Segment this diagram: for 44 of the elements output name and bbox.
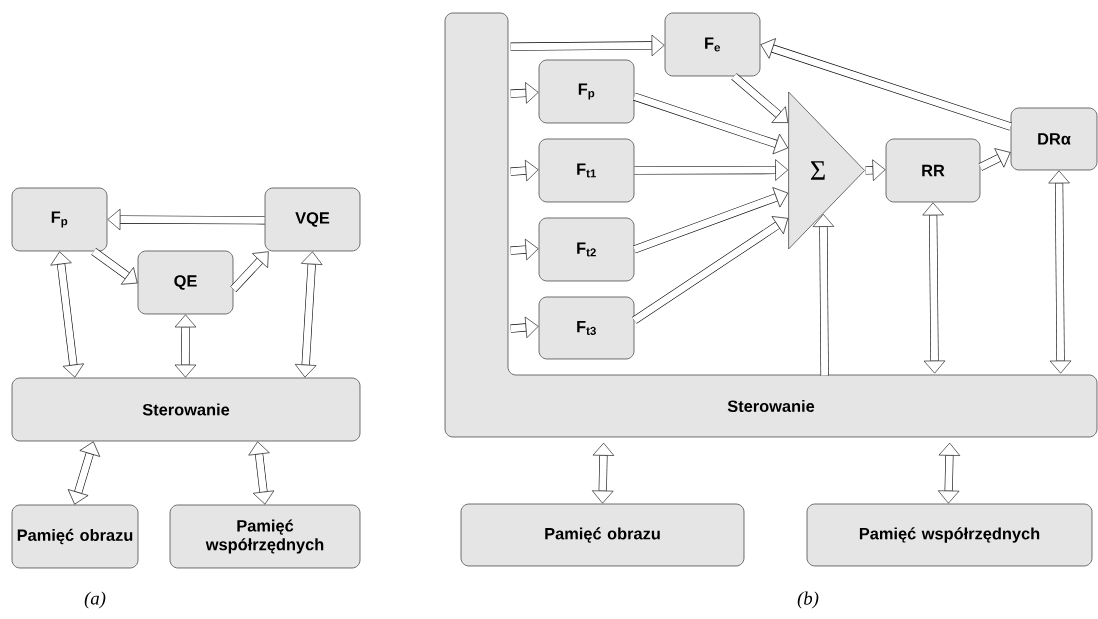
block-arrow bbox=[978, 148, 1011, 171]
process-box: F$_{t3}$ bbox=[538, 296, 635, 360]
process-box: Pamięć obrazu bbox=[460, 503, 745, 567]
block-arrow bbox=[510, 34, 665, 57]
block-arrow bbox=[632, 216, 789, 324]
block-arrow bbox=[632, 187, 789, 254]
process-box: F$_{p}$ bbox=[538, 59, 635, 124]
block-arrow bbox=[922, 202, 946, 374]
block-arrow bbox=[67, 441, 101, 505]
caption: (b) bbox=[797, 591, 819, 609]
caption: (a) bbox=[84, 591, 106, 609]
block-arrow bbox=[510, 82, 539, 104]
block-arrow bbox=[91, 248, 138, 285]
process-box: QE bbox=[137, 250, 234, 315]
block-arrow bbox=[633, 92, 789, 155]
process-box: F$_{e}$ bbox=[664, 12, 761, 77]
block-arrow bbox=[50, 251, 85, 378]
block-arrow bbox=[865, 159, 886, 181]
process-box: F$_{p}$ bbox=[11, 187, 108, 252]
process-box: Pamięć współrzędnych bbox=[806, 503, 1093, 567]
block-arrow bbox=[230, 251, 269, 292]
block-arrow bbox=[510, 316, 539, 339]
block-arrow bbox=[731, 73, 789, 123]
block-arrow bbox=[294, 251, 323, 378]
block-arrow bbox=[1048, 170, 1072, 374]
block-arrow bbox=[634, 159, 789, 181]
process-box: DRα bbox=[1010, 107, 1098, 171]
process-box: F$_{t1}$ bbox=[538, 138, 635, 203]
summing-triangle: Σ bbox=[788, 91, 865, 250]
block-arrow bbox=[812, 214, 835, 376]
process-box: RR bbox=[885, 138, 981, 203]
block-arrow bbox=[510, 238, 539, 261]
block-arrow bbox=[174, 314, 197, 378]
block-arrow bbox=[248, 441, 275, 505]
block-arrow bbox=[760, 38, 1012, 131]
block-arrow bbox=[592, 442, 615, 504]
block-arrow bbox=[937, 442, 961, 504]
block-arrow bbox=[510, 159, 539, 182]
process-box: Pamięć obrazu bbox=[11, 504, 139, 569]
block-arrow bbox=[107, 208, 265, 231]
process-box: F$_{t2}$ bbox=[538, 217, 635, 282]
process-box: VQE bbox=[264, 187, 361, 252]
process-box: Sterowanie bbox=[11, 377, 361, 442]
process-box: Pamięć współrzędnych bbox=[169, 504, 361, 569]
